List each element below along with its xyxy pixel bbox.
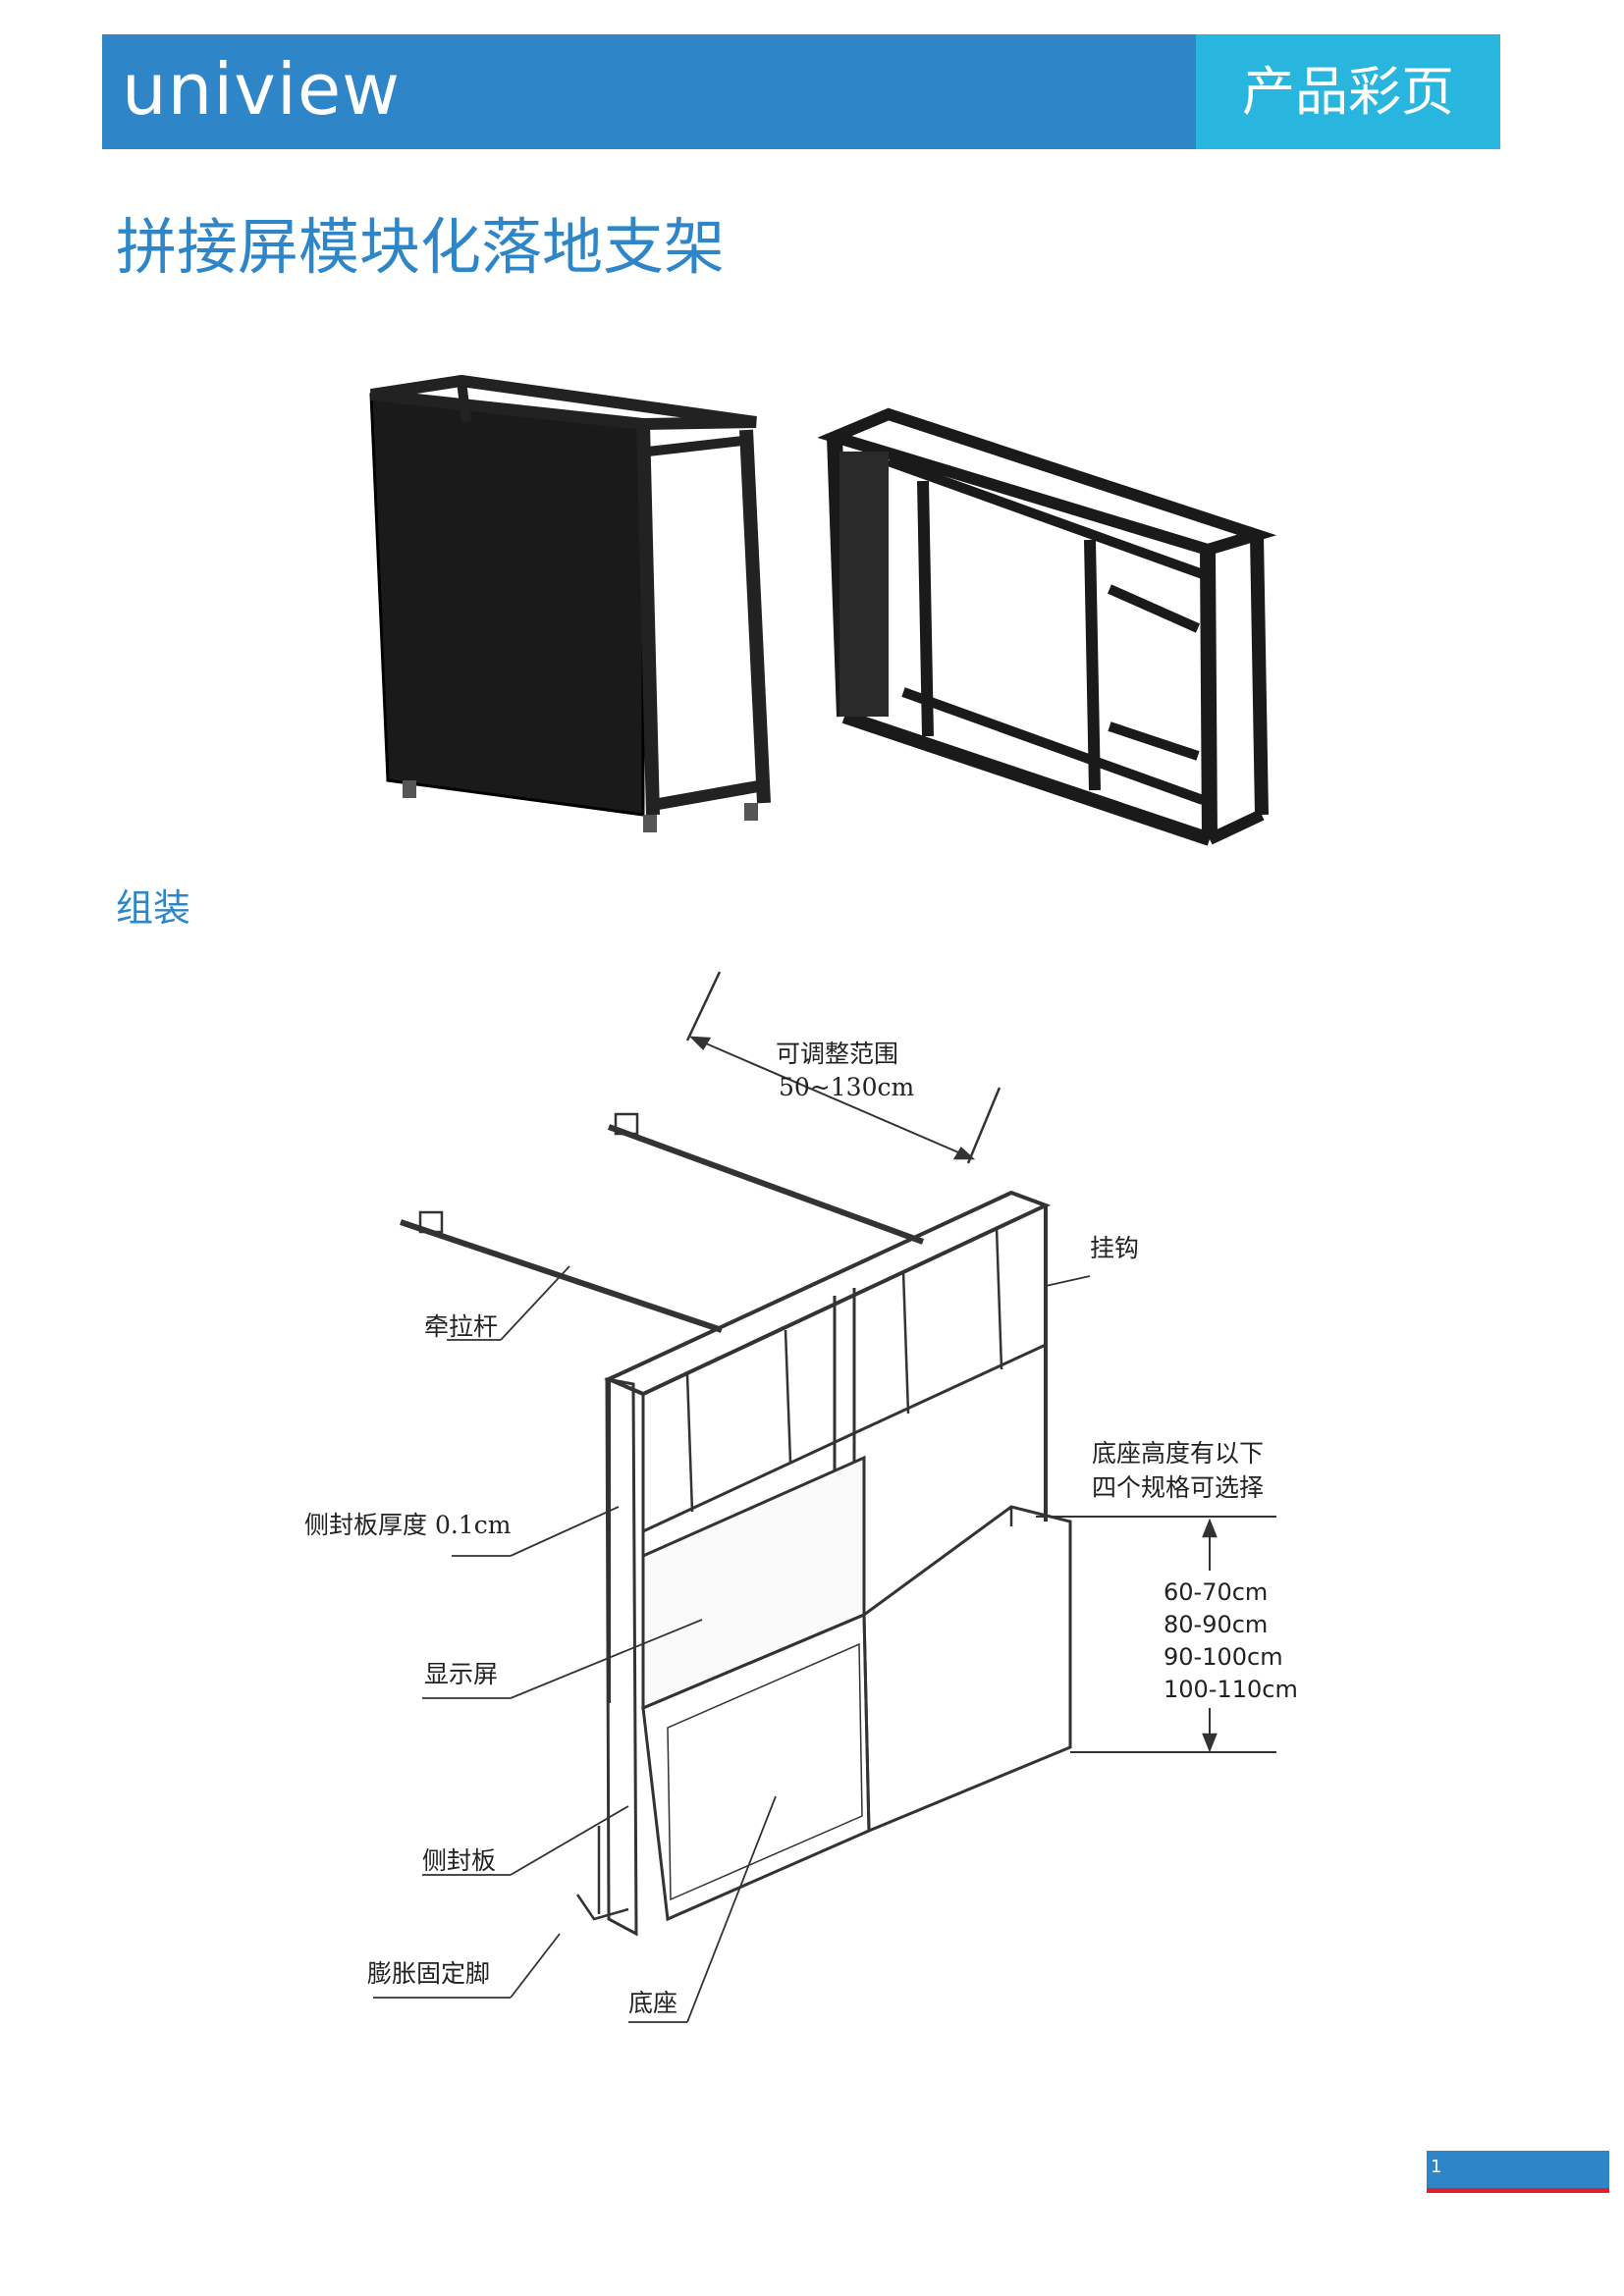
hook-label: 挂钩 [1090,1234,1140,1262]
uniview-logo: uniview [122,48,402,131]
page-number: 1 [1431,2157,1442,2177]
base-height-note-line2: 四个规格可选择 [1092,1473,1265,1502]
header-bar: uniview 产品彩页 [102,34,1500,149]
brochure-tag: 产品彩页 [1196,34,1500,149]
product-render-right [817,407,1277,846]
section-title: 组装 [116,886,191,930]
base-label: 底座 [628,1989,678,2017]
product-render-left [369,374,771,832]
side-panel-label: 侧封板 [422,1846,497,1875]
page-title: 拼接屏模块化落地支架 [116,211,726,283]
adjust-range-value: 50~130cm [779,1073,915,1101]
height-option: 90-100cm [1164,1643,1283,1671]
display-label: 显示屏 [424,1660,499,1688]
footer-accent-line [1427,2188,1609,2193]
side-panel-thickness-label: 侧封板厚度 0.1cm [304,1511,512,1539]
height-option: 80-90cm [1164,1611,1269,1638]
base-height-note-line1: 底座高度有以下 [1092,1439,1265,1468]
assembly-diagram [373,971,1276,2023]
expansion-foot-label: 膨胀固定脚 [367,1959,491,1988]
footer-bar [1427,2151,1609,2188]
height-option: 60-70cm [1164,1578,1269,1606]
height-option: 100-110cm [1164,1676,1298,1703]
pull-rod-label: 牵拉杆 [424,1312,499,1341]
adjust-range-label: 可调整范围 [776,1040,899,1068]
